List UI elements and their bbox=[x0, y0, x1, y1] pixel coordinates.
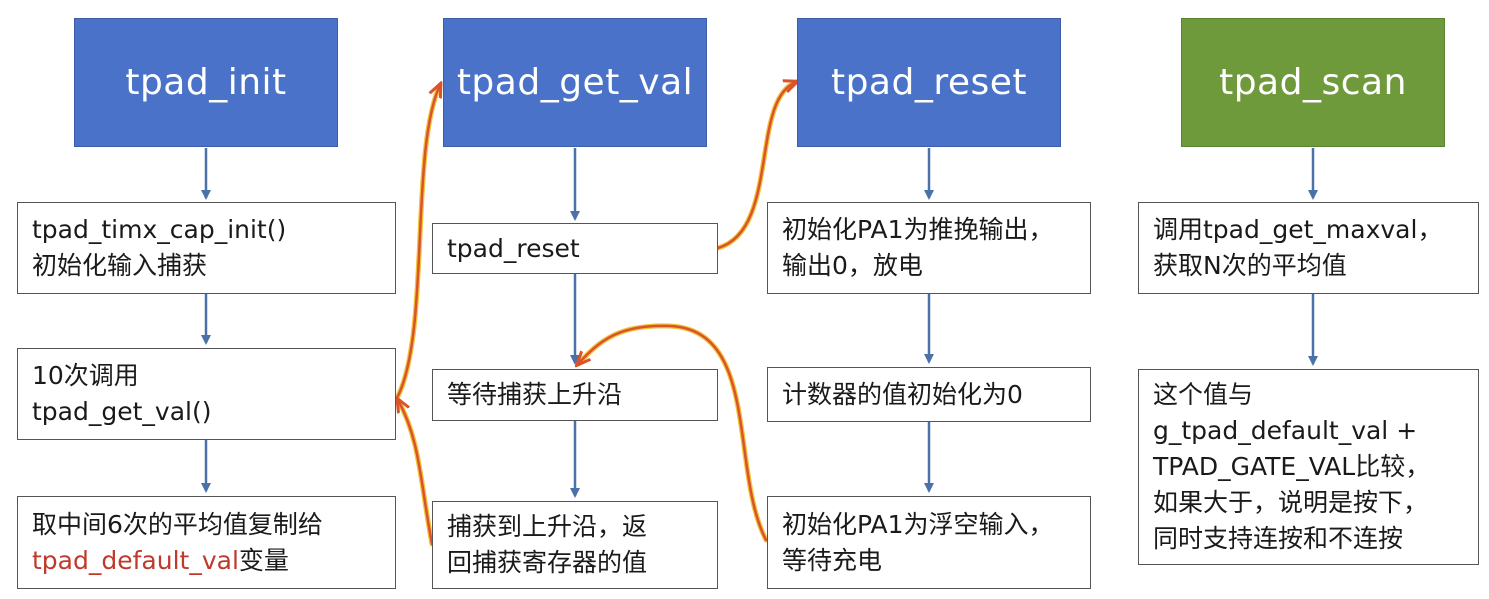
step-line: 初始化PA1为推挽输出， bbox=[782, 215, 1054, 244]
header-tpad-init: tpad_init bbox=[74, 18, 338, 147]
step-line: 获取N次的平均值 bbox=[1153, 251, 1347, 280]
step-line: tpad_timx_cap_init() bbox=[32, 215, 287, 244]
step-text: 变量 bbox=[238, 545, 289, 575]
step-line: 捕获到上升沿，返 bbox=[447, 512, 648, 541]
flow-arrows bbox=[201, 148, 1318, 498]
step-line: TPAD_GATE_VAL比较， bbox=[1153, 452, 1431, 481]
step-line: 10次调用 bbox=[32, 361, 139, 390]
step-reset-1: 初始化PA1为推挽输出， 输出0，放电 bbox=[767, 202, 1091, 294]
step-line: 取中间6次的平均值复制给 bbox=[32, 509, 323, 539]
variable-name: tpad_default_val bbox=[32, 545, 239, 575]
step-line: 如果大于，说明是按下， bbox=[1153, 488, 1429, 517]
call-arrow-to-reset bbox=[716, 82, 796, 250]
step-line: 调用tpad_get_maxval， bbox=[1153, 215, 1443, 244]
step-line: tpad_get_val() bbox=[32, 397, 212, 426]
step-init-1: tpad_timx_cap_init() 初始化输入捕获 bbox=[17, 202, 396, 294]
call-arrow-to-getval bbox=[396, 85, 440, 398]
header-label: tpad_get_val bbox=[456, 62, 694, 103]
step-getval-1: tpad_reset bbox=[432, 223, 718, 274]
step-line: 等待捕获上升沿 bbox=[447, 380, 623, 409]
step-line: 计数器的值初始化为0 bbox=[782, 379, 1023, 409]
step-init-2: 10次调用 tpad_get_val() bbox=[17, 348, 396, 440]
step-line: tpad_reset bbox=[447, 233, 580, 263]
step-line: 输出0，放电 bbox=[782, 251, 923, 280]
header-tpad-get-val: tpad_get_val bbox=[443, 18, 707, 147]
header-label: tpad_reset bbox=[830, 62, 1028, 103]
step-line: 初始化输入捕获 bbox=[32, 251, 208, 280]
step-reset-3: 初始化PA1为浮空输入， 等待充电 bbox=[767, 496, 1091, 589]
step-reset-2: 计数器的值初始化为0 bbox=[767, 367, 1091, 422]
step-line: 这个值与 bbox=[1153, 380, 1254, 409]
return-arrow-to-getval bbox=[578, 324, 768, 542]
step-init-3: 取中间6次的平均值复制给 tpad_default_val变量 bbox=[17, 496, 396, 589]
step-line: g_tpad_default_val + bbox=[1153, 416, 1418, 445]
header-label: tpad_scan bbox=[1219, 62, 1407, 103]
step-line: 同时支持连按和不连按 bbox=[1153, 524, 1404, 553]
step-scan-2: 这个值与 g_tpad_default_val + TPAD_GATE_VAL比… bbox=[1138, 369, 1479, 565]
return-arrow-to-init bbox=[398, 400, 434, 546]
call-arrow-glow-2 bbox=[395, 397, 435, 547]
header-tpad-reset: tpad_reset bbox=[797, 18, 1061, 147]
step-line: 等待充电 bbox=[782, 545, 883, 575]
call-arrows bbox=[395, 82, 796, 547]
step-getval-3: 捕获到上升沿，返 回捕获寄存器的值 bbox=[432, 501, 718, 589]
step-scan-1: 调用tpad_get_maxval， 获取N次的平均值 bbox=[1138, 202, 1479, 294]
step-line-mixed: tpad_default_val变量 bbox=[32, 543, 381, 579]
step-getval-2: 等待捕获上升沿 bbox=[432, 369, 718, 421]
header-label: tpad_init bbox=[125, 62, 287, 103]
step-line: 回捕获寄存器的值 bbox=[447, 548, 648, 577]
header-tpad-scan: tpad_scan bbox=[1181, 18, 1445, 147]
step-line: 初始化PA1为浮空输入， bbox=[782, 509, 1054, 539]
